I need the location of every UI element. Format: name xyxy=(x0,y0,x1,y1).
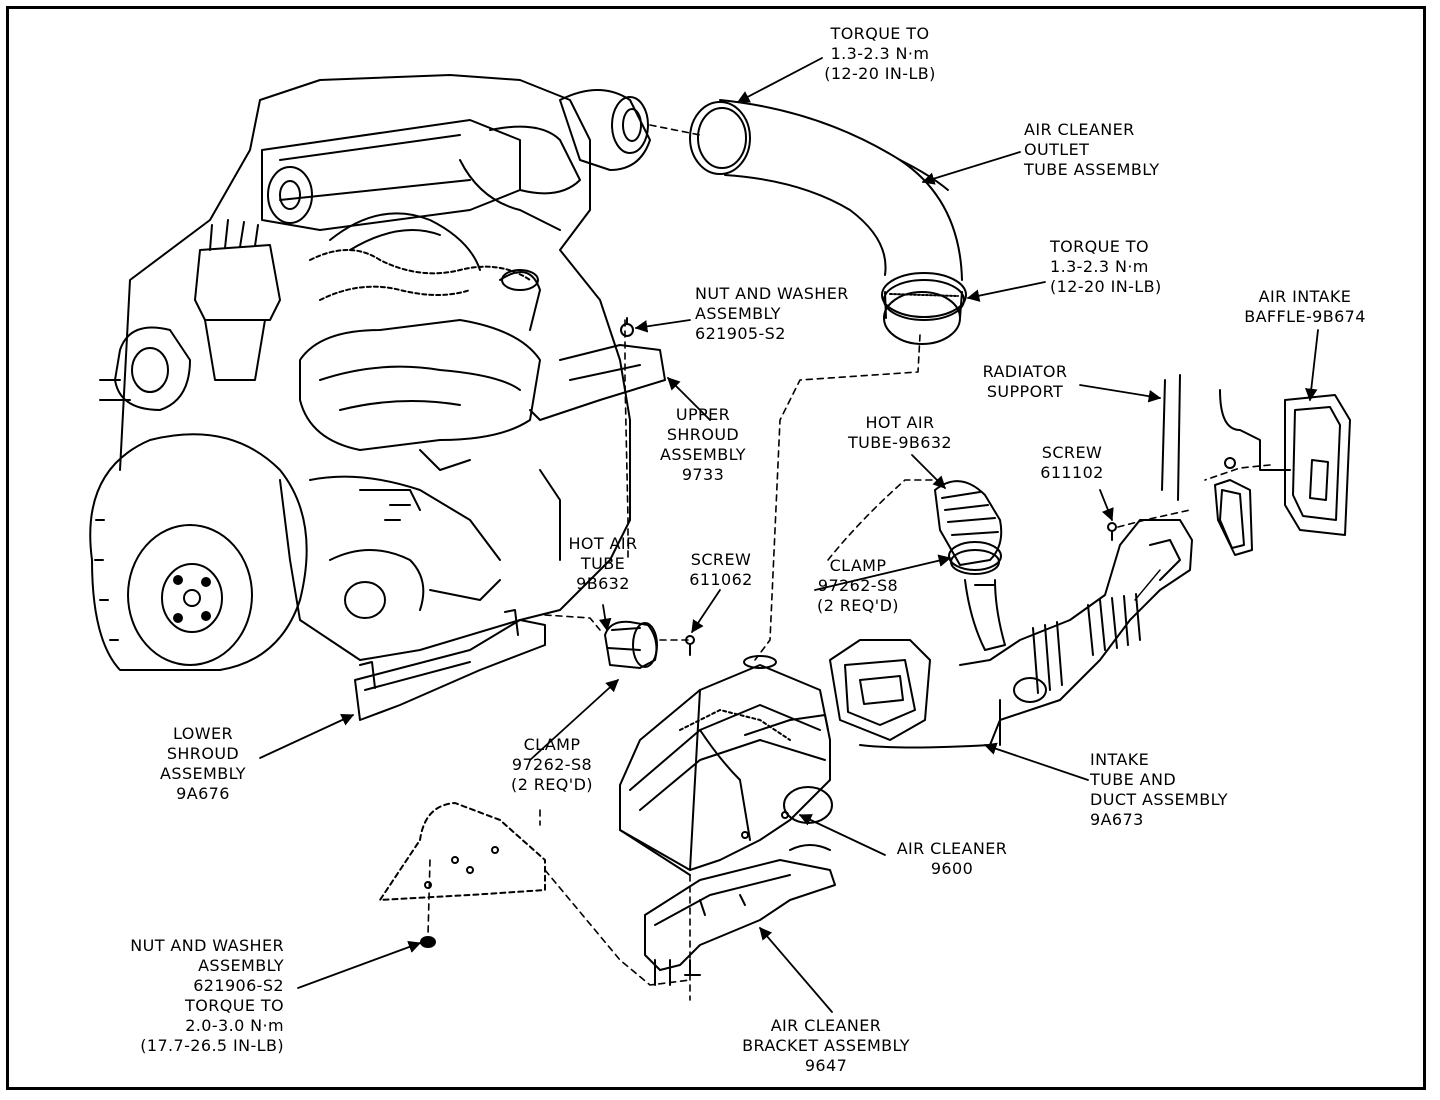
callout-line: ASSEMBLY xyxy=(160,764,246,783)
callout-line: TUBE ASSEMBLY xyxy=(1024,160,1160,179)
callout-line: 611062 xyxy=(689,570,753,589)
bracket-drawing xyxy=(644,844,836,986)
callout-line: SCREW xyxy=(690,550,752,569)
callout-line: 9733 xyxy=(681,465,725,484)
callout-air-cleaner: AIR CLEANER 9600 xyxy=(897,839,1008,879)
callout-line: 9A673 xyxy=(1090,810,1144,829)
fastener-icons xyxy=(620,317,1236,541)
callout-line: (2 REQ'D) xyxy=(817,596,899,615)
callout-torque-top: TORQUE TO 1.3-2.3 N·m (12-20 IN-LB) xyxy=(824,24,936,84)
callout-line: (2 REQ'D) xyxy=(511,775,593,794)
callout-line: TUBE xyxy=(580,554,626,573)
callout-line: 1.3-2.3 N·m xyxy=(830,44,930,63)
callout-clamp-right: CLAMP 97262-S8 (2 REQ'D) xyxy=(817,556,899,616)
callout-line: 9647 xyxy=(804,1056,848,1075)
callout-line: TUBE AND xyxy=(1090,770,1177,789)
callout-line: TORQUE TO xyxy=(1050,237,1149,256)
callout-radiator-support: RADIATOR SUPPORT xyxy=(983,362,1068,402)
air-cleaner-box-drawing xyxy=(619,655,833,876)
engine-drawing xyxy=(89,74,666,721)
outlet-tube-drawing xyxy=(689,99,967,345)
callout-line: SUPPORT xyxy=(986,382,1064,401)
callout-line: ASSEMBLY xyxy=(660,445,746,464)
callout-line: CLAMP xyxy=(829,556,887,575)
callout-line: TORQUE TO xyxy=(185,996,284,1015)
callout-line: 9A676 xyxy=(176,784,230,803)
callout-line: 9B632 xyxy=(576,574,630,593)
callout-lower-shroud: LOWER SHROUD ASSEMBLY 9A676 xyxy=(160,724,246,804)
callout-line: TORQUE TO xyxy=(830,24,930,43)
callout-line: DUCT ASSEMBLY xyxy=(1090,790,1228,809)
callout-line: 611102 xyxy=(1040,463,1104,482)
callout-line: 1.3-2.3 N·m xyxy=(1050,257,1149,276)
callout-line: 97262-S8 xyxy=(817,576,899,595)
intake-duct-drawing xyxy=(829,519,1193,749)
callout-line: (17.7-26.5 IN-LB) xyxy=(140,1036,284,1055)
callout-line: SHROUD xyxy=(666,425,740,444)
callout-intake-baffle: AIR INTAKE BAFFLE-9B674 xyxy=(1244,287,1366,327)
callout-line: CLAMP xyxy=(523,735,581,754)
callout-line: 621906-S2 xyxy=(193,976,284,995)
callout-line: 97262-S8 xyxy=(511,755,593,774)
callout-nut-washer-top: NUT AND WASHER ASSEMBLY 621905-S2 xyxy=(695,284,849,344)
intake-baffle-drawing xyxy=(1274,394,1351,536)
shield-plate-drawing xyxy=(379,802,546,948)
callout-screw-mid: SCREW 611062 xyxy=(689,550,752,590)
callout-line: (12-20 IN-LB) xyxy=(1050,277,1162,296)
callout-line: RADIATOR xyxy=(982,362,1068,381)
callout-line: INTAKE xyxy=(1090,750,1150,769)
callout-clamp-left: CLAMP 97262-S8 (2 REQ'D) xyxy=(511,735,593,795)
callout-line: SHROUD xyxy=(166,744,240,763)
callout-line: NUT AND WASHER xyxy=(695,284,849,303)
hot-air-tube-left-drawing xyxy=(604,620,695,669)
routing-dashes xyxy=(427,124,1271,1001)
callout-line: HOT AIR xyxy=(568,534,638,553)
callout-line: BAFFLE-9B674 xyxy=(1244,307,1366,326)
callout-screw-right: SCREW 611102 xyxy=(1040,443,1103,483)
callout-line: 621905-S2 xyxy=(695,324,786,343)
callout-line: AIR CLEANER xyxy=(1024,120,1135,139)
callout-line: TUBE-9B632 xyxy=(847,433,953,452)
callout-line: OUTLET xyxy=(1024,140,1090,159)
callout-hot-air-right: HOT AIR TUBE-9B632 xyxy=(848,413,952,453)
callout-bracket: AIR CLEANER BRACKET ASSEMBLY 9647 xyxy=(742,1016,910,1076)
callout-line: ASSEMBLY xyxy=(695,304,781,323)
callout-hot-air-left: HOT AIR TUBE 9B632 xyxy=(568,534,637,594)
callout-line: UPPER xyxy=(675,405,731,424)
radiator-support-drawing xyxy=(1161,374,1281,556)
diagram-border xyxy=(6,6,1426,1090)
callout-line: BRACKET ASSEMBLY xyxy=(742,1036,910,1055)
callout-line: AIR CLEANER xyxy=(896,839,1008,858)
callout-line: SCREW xyxy=(1041,443,1103,462)
callout-line: 9600 xyxy=(930,859,974,878)
callout-line: LOWER xyxy=(173,724,233,743)
callout-line: (12-20 IN-LB) xyxy=(824,64,936,83)
callout-line: AIR CLEANER xyxy=(770,1016,882,1035)
callout-line: HOT AIR xyxy=(865,413,935,432)
callout-intake-tube: INTAKE TUBE AND DUCT ASSEMBLY 9A673 xyxy=(1090,750,1228,830)
callout-torque-mid: TORQUE TO 1.3-2.3 N·m (12-20 IN-LB) xyxy=(1050,237,1162,297)
leader-lines xyxy=(259,57,1319,1013)
callout-line: ASSEMBLY xyxy=(198,956,284,975)
callout-line: NUT AND WASHER xyxy=(130,936,284,955)
callout-upper-shroud: UPPER SHROUD ASSEMBLY 9733 xyxy=(660,405,746,485)
callout-line: 2.0-3.0 N·m xyxy=(185,1016,284,1035)
distributor-icon xyxy=(194,219,281,381)
callout-outlet-tube: AIR CLEANER OUTLET TUBE ASSEMBLY xyxy=(1024,120,1160,180)
callout-line: AIR INTAKE xyxy=(1258,287,1352,306)
flywheel-icon xyxy=(89,433,308,671)
callout-nut-washer-bottom: NUT AND WASHER ASSEMBLY 621906-S2 TORQUE… xyxy=(130,936,284,1056)
